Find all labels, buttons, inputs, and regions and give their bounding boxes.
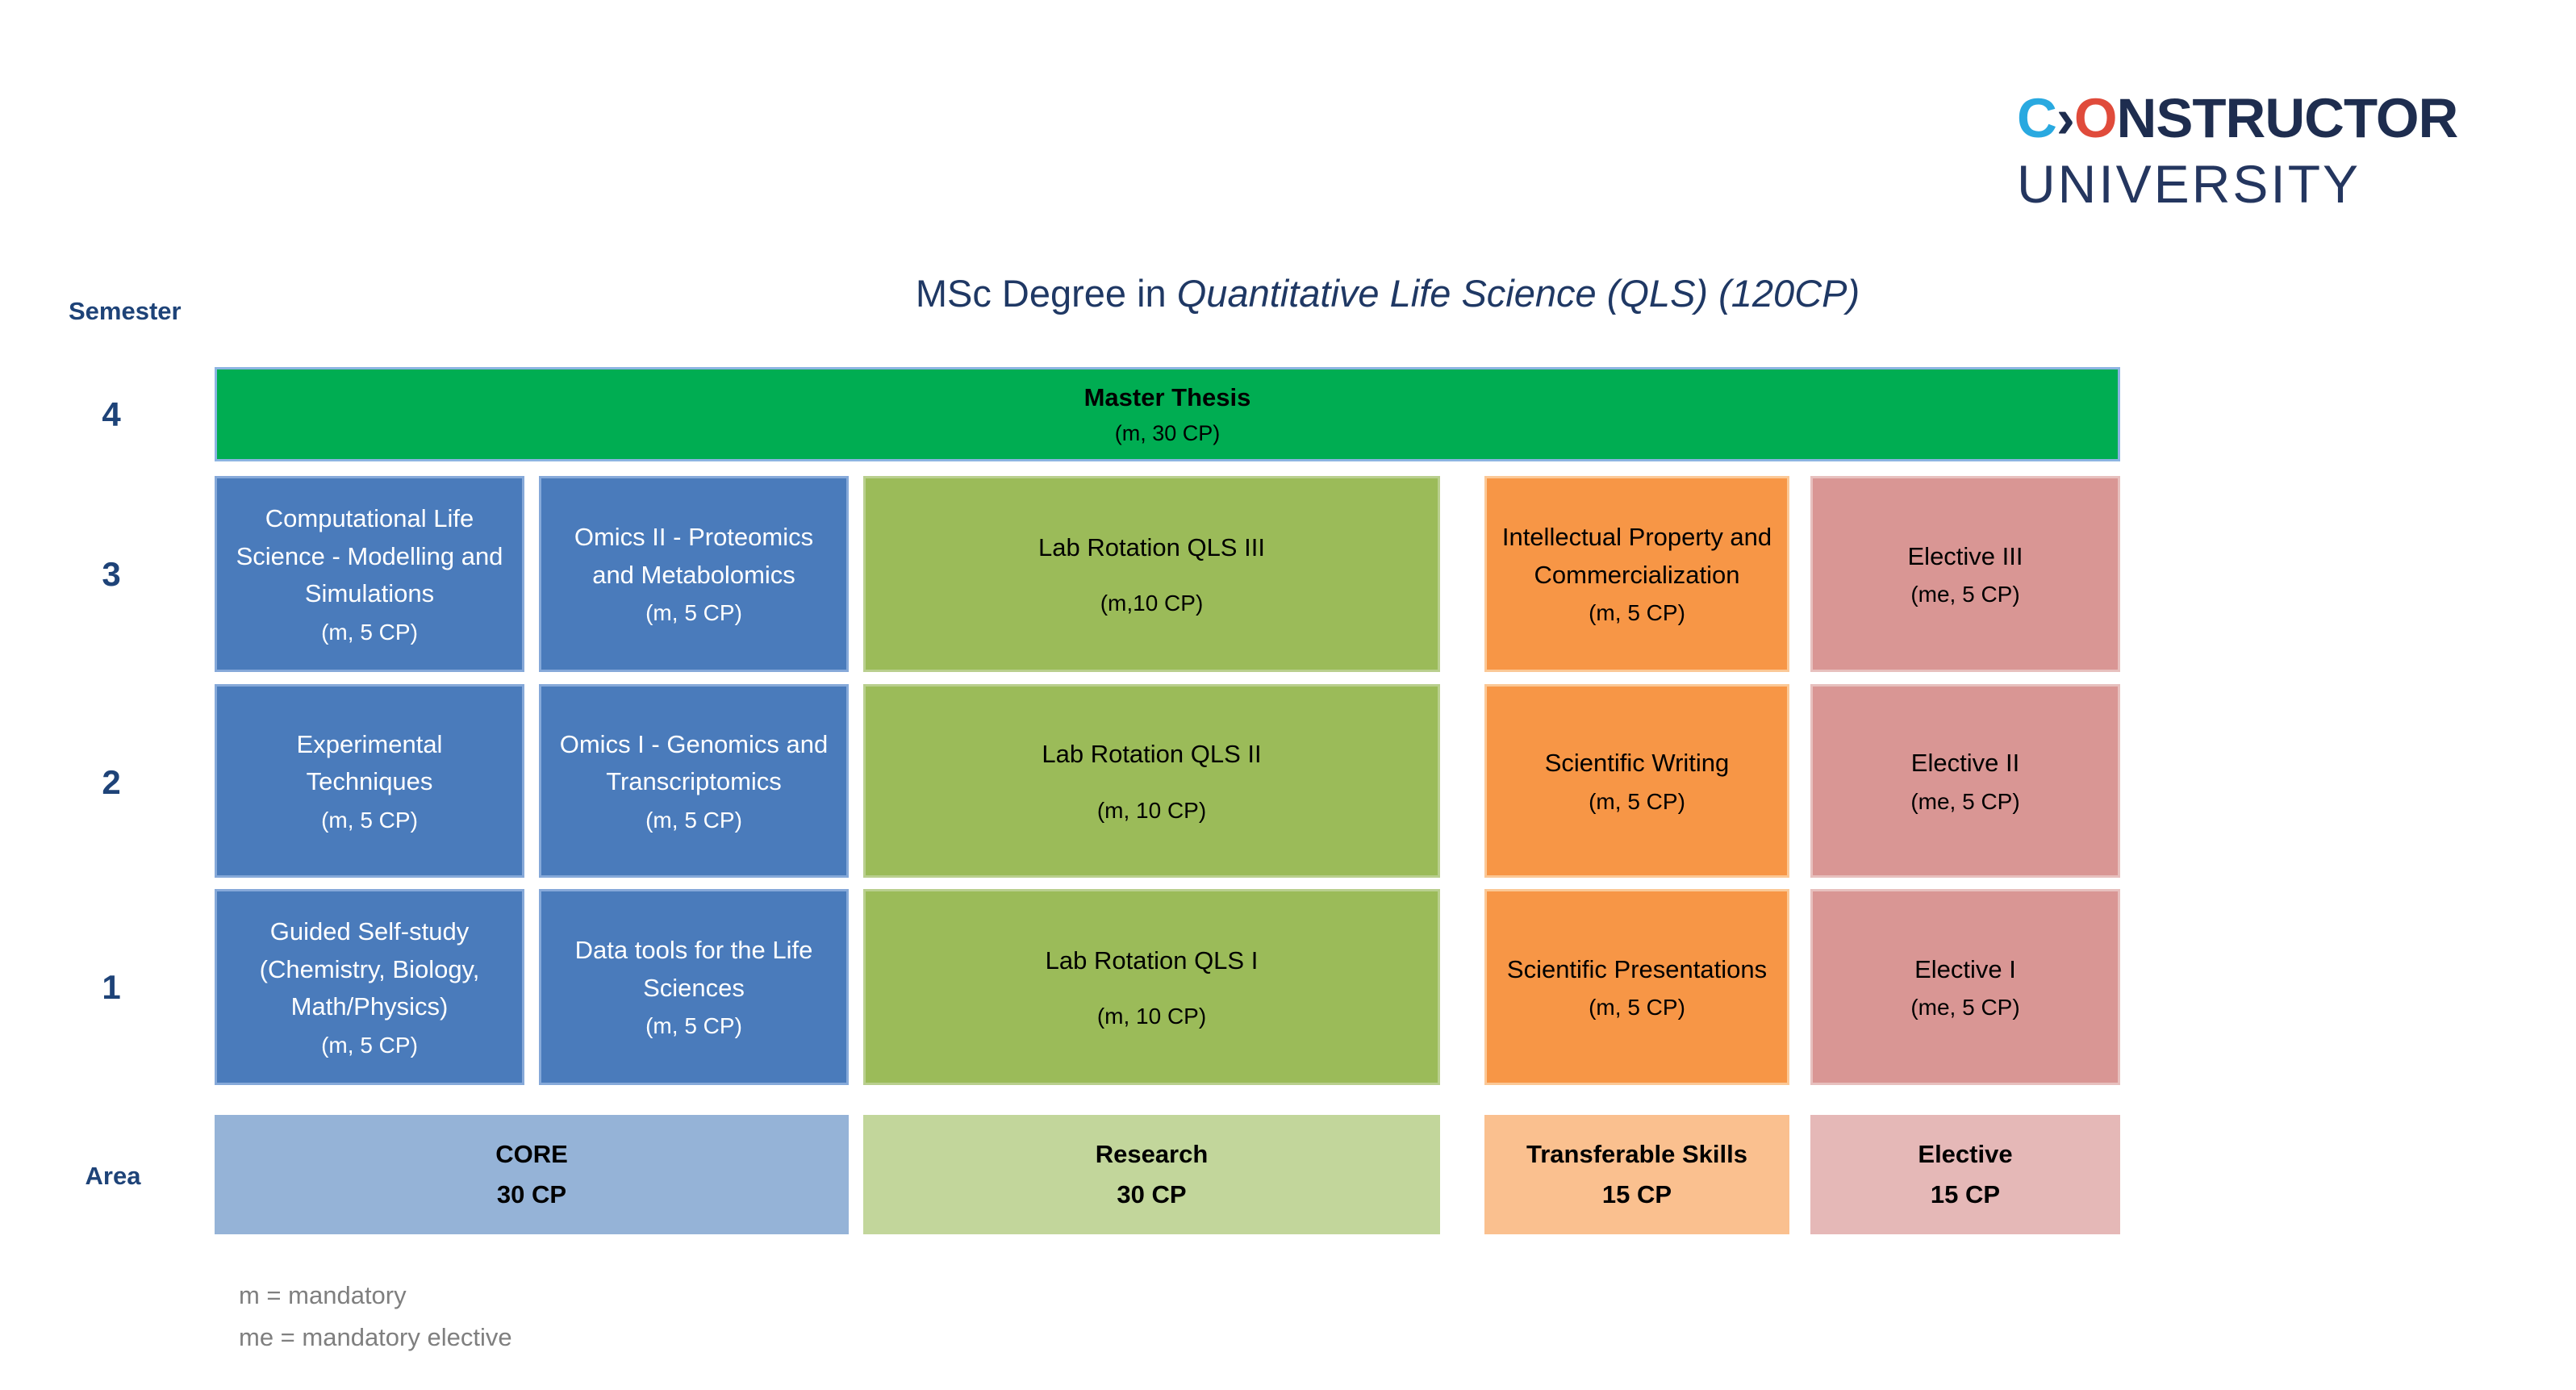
course-experimental-techniques: Experimental Techniques (m, 5 CP) (215, 684, 524, 878)
legend-mandatory: m = mandatory (239, 1281, 407, 1309)
page-title-program: Quantitative Life Science (QLS) (120CP) (1176, 272, 1860, 315)
area-name: Transferable Skills (1526, 1140, 1747, 1169)
logo-university-text: UNIVERSITY (2017, 154, 2361, 214)
logo-chevron-icon: › (2056, 87, 2075, 149)
legend: m = mandatory me = mandatory elective (239, 1275, 512, 1359)
course-name: Scientific Presentations (1506, 954, 1768, 983)
course-omics-1: Omics I - Genomics and Transcriptomics (… (539, 684, 849, 878)
page-title: MSc Degree in Quantitative Life Science … (726, 271, 2049, 315)
logo-wordmark: C›ONSTRUCTOR (2017, 87, 2459, 149)
constructor-university-logo: C›ONSTRUCTOR UNIVERSITY (2017, 87, 2459, 214)
course-name: Lab Rotation QLS I (1045, 945, 1259, 975)
course-name: Elective III (1907, 541, 2023, 570)
course-name: Scientific Writing (1544, 749, 1730, 778)
legend-mandatory-elective: me = mandatory elective (239, 1323, 512, 1352)
area-credits: 30 CP (1117, 1180, 1187, 1208)
course-name: Elective II (1910, 749, 2020, 778)
course-credits: (m, 5 CP) (321, 1032, 418, 1058)
semester-axis-label: Semester (69, 297, 182, 325)
course-credits: (m, 5 CP) (645, 807, 742, 833)
logo-letter-o: O (2073, 87, 2118, 149)
course-lab-rotation-qls-2: Lab Rotation QLS II (m, 10 CP) (863, 684, 1440, 878)
course-name: Lab Rotation QLS III (1038, 532, 1265, 561)
course-name: Computational Life Science - Modelling a… (236, 504, 503, 608)
area-credits: 30 CP (496, 1180, 567, 1208)
course-name: Guided Self-study (Chemistry, Biology, M… (259, 917, 480, 1021)
area-core: CORE 30 CP (215, 1115, 849, 1234)
course-name: Omics II - Proteomics and Metabolomics (574, 523, 814, 589)
course-name: Omics I - Genomics and Transcriptomics (559, 729, 829, 796)
semester-4-label: 4 (102, 395, 121, 433)
course-credits: (m, 5 CP) (645, 600, 742, 626)
area-name: CORE (495, 1140, 568, 1169)
course-credits: (m, 5 CP) (1589, 995, 1685, 1021)
area-name: Elective (1918, 1140, 2013, 1169)
course-credits: (m, 10 CP) (1096, 1004, 1207, 1029)
area-axis-label: Area (85, 1162, 141, 1190)
course-omics-2: Omics II - Proteomics and Metabolomics (… (539, 476, 849, 672)
course-name: Lab Rotation QLS II (1042, 740, 1262, 769)
course-computational-life-science: Computational Life Science - Modelling a… (215, 476, 524, 672)
course-master-thesis: Master Thesis (m, 30 CP) (215, 367, 2120, 461)
area-name: Research (1095, 1140, 1209, 1169)
course-credits: (m, 5 CP) (1589, 788, 1685, 814)
course-credits: (m, 5 CP) (321, 807, 418, 833)
course-elective-2: Elective II (me, 5 CP) (1810, 684, 2120, 878)
course-credits: (me, 5 CP) (1910, 995, 2020, 1021)
course-data-tools: Data tools for the Life Sciences (m, 5 C… (539, 889, 849, 1085)
course-lab-rotation-qls-1: Lab Rotation QLS I (m, 10 CP) (863, 889, 1440, 1085)
course-credits: (m, 5 CP) (1589, 600, 1685, 626)
course-name: Master Thesis (1083, 383, 1251, 412)
semester-3-label: 3 (102, 555, 121, 593)
course-scientific-presentations: Scientific Presentations (m, 5 CP) (1484, 889, 1789, 1085)
course-elective-1: Elective I (me, 5 CP) (1810, 889, 2120, 1085)
semester-2-label: 2 (102, 763, 121, 801)
course-elective-3: Elective III (me, 5 CP) (1810, 476, 2120, 672)
course-intellectual-property: Intellectual Property and Commercializat… (1484, 476, 1789, 672)
course-credits: (m, 5 CP) (645, 1013, 742, 1039)
logo-letter-c: C (2017, 87, 2057, 149)
area-elective: Elective 15 CP (1810, 1115, 2120, 1234)
area-research: Research 30 CP (863, 1115, 1440, 1234)
course-lab-rotation-qls-3: Lab Rotation QLS III (m,10 CP) (863, 476, 1440, 672)
course-name: Data tools for the Life Sciences (574, 936, 813, 1002)
course-credits: (m, 30 CP) (1114, 420, 1221, 445)
page-title-prefix: MSc Degree in (915, 272, 1177, 315)
course-name: Intellectual Property and Commercializat… (1501, 523, 1772, 589)
area-credits: 15 CP (1930, 1180, 2001, 1208)
course-guided-self-study: Guided Self-study (Chemistry, Biology, M… (215, 889, 524, 1085)
course-name: Experimental Techniques (296, 729, 443, 796)
course-credits: (me, 5 CP) (1910, 582, 2020, 607)
logo-rest: NSTRUCTOR (2116, 87, 2459, 149)
course-credits: (m, 10 CP) (1096, 797, 1207, 823)
semester-1-label: 1 (102, 968, 121, 1006)
area-transferable-skills: Transferable Skills 15 CP (1484, 1115, 1789, 1234)
course-credits: (m, 5 CP) (321, 619, 418, 645)
course-credits: (m,10 CP) (1100, 591, 1204, 616)
course-scientific-writing: Scientific Writing (m, 5 CP) (1484, 684, 1789, 878)
course-name: Elective I (1914, 954, 2016, 983)
course-credits: (me, 5 CP) (1910, 788, 2020, 814)
area-credits: 15 CP (1601, 1180, 1672, 1208)
